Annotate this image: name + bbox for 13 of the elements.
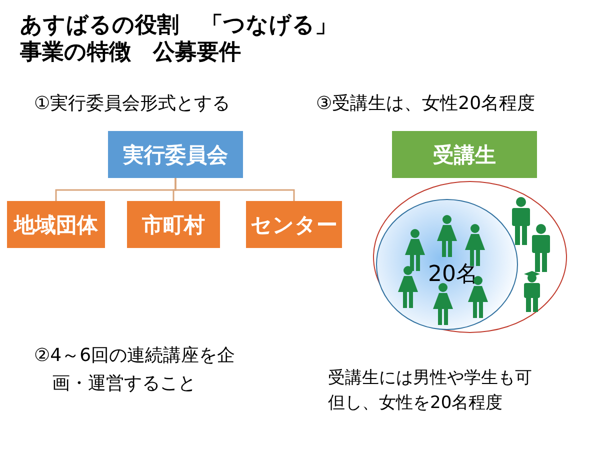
title: あすばるの役割 「つなげる」 (20, 12, 337, 40)
subtitle: 事業の特徴 公募要件 (20, 39, 241, 67)
requirement-text: ①実行委員会形式とする (34, 92, 230, 115)
participant-box: 受講生 (392, 131, 537, 178)
member-box: 市町村 (127, 201, 220, 248)
note-text: 受講生には男性や学生も可但し、女性を20名程度 (328, 367, 533, 415)
member-box: 地域団体 (7, 201, 105, 248)
requirement-text: ②4～6回の連続講座を企画・運営すること (34, 344, 236, 396)
requirement-text: ③受講生は、女性20名程度 (316, 92, 536, 115)
member-box: センター (246, 201, 342, 248)
committee-box: 実行委員会 (108, 131, 243, 178)
connector-line (174, 178, 295, 201)
count-label: 20名 (428, 261, 478, 289)
